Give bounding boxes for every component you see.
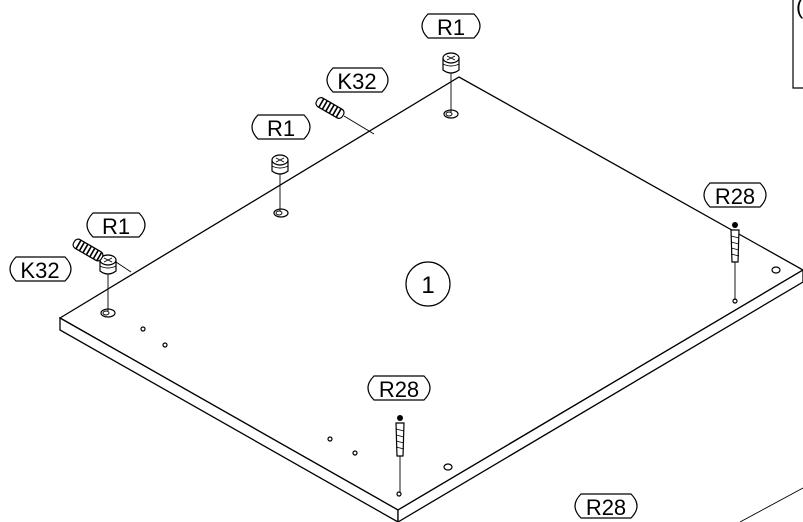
callout-r28-right-label: R28 [715, 184, 755, 209]
callout-r1-left: R1 [86, 212, 146, 239]
callout-r1-middle: R1 [251, 114, 311, 141]
screw-front [395, 415, 405, 493]
fragment-line [739, 487, 803, 522]
callout-k32-top: K32 [326, 67, 389, 94]
svg-text:(: ( [796, 0, 803, 19]
callout-r28-bottom-label: R28 [586, 495, 626, 520]
corner-frame-fragment: ( [792, 0, 803, 89]
callout-r1-middle-label: R1 [267, 116, 295, 141]
cam-lock-left [99, 254, 117, 311]
callout-k32-left: K32 [9, 256, 72, 283]
board-holes [100, 109, 781, 497]
callout-r28-front-label: R28 [379, 377, 419, 402]
callout-r1-top: R1 [421, 13, 481, 40]
panel-number-badge: 1 [405, 261, 451, 307]
callout-r1-left-label: R1 [102, 214, 130, 239]
callout-r28-bottom: R28 [574, 493, 638, 520]
panel-number: 1 [421, 272, 434, 299]
cam-lock-middle [271, 154, 289, 211]
panel-board [58, 76, 803, 522]
cam-lock-top [442, 52, 460, 112]
callout-k32-top-label: K32 [337, 69, 376, 94]
callout-r28-right: R28 [703, 182, 767, 209]
screw-right [730, 222, 740, 300]
callout-r1-top-label: R1 [437, 15, 465, 40]
dowel-top [315, 97, 375, 135]
callout-k32-left-label: K32 [20, 258, 59, 283]
dowel-left [72, 238, 132, 273]
callout-r28-front: R28 [367, 375, 431, 402]
